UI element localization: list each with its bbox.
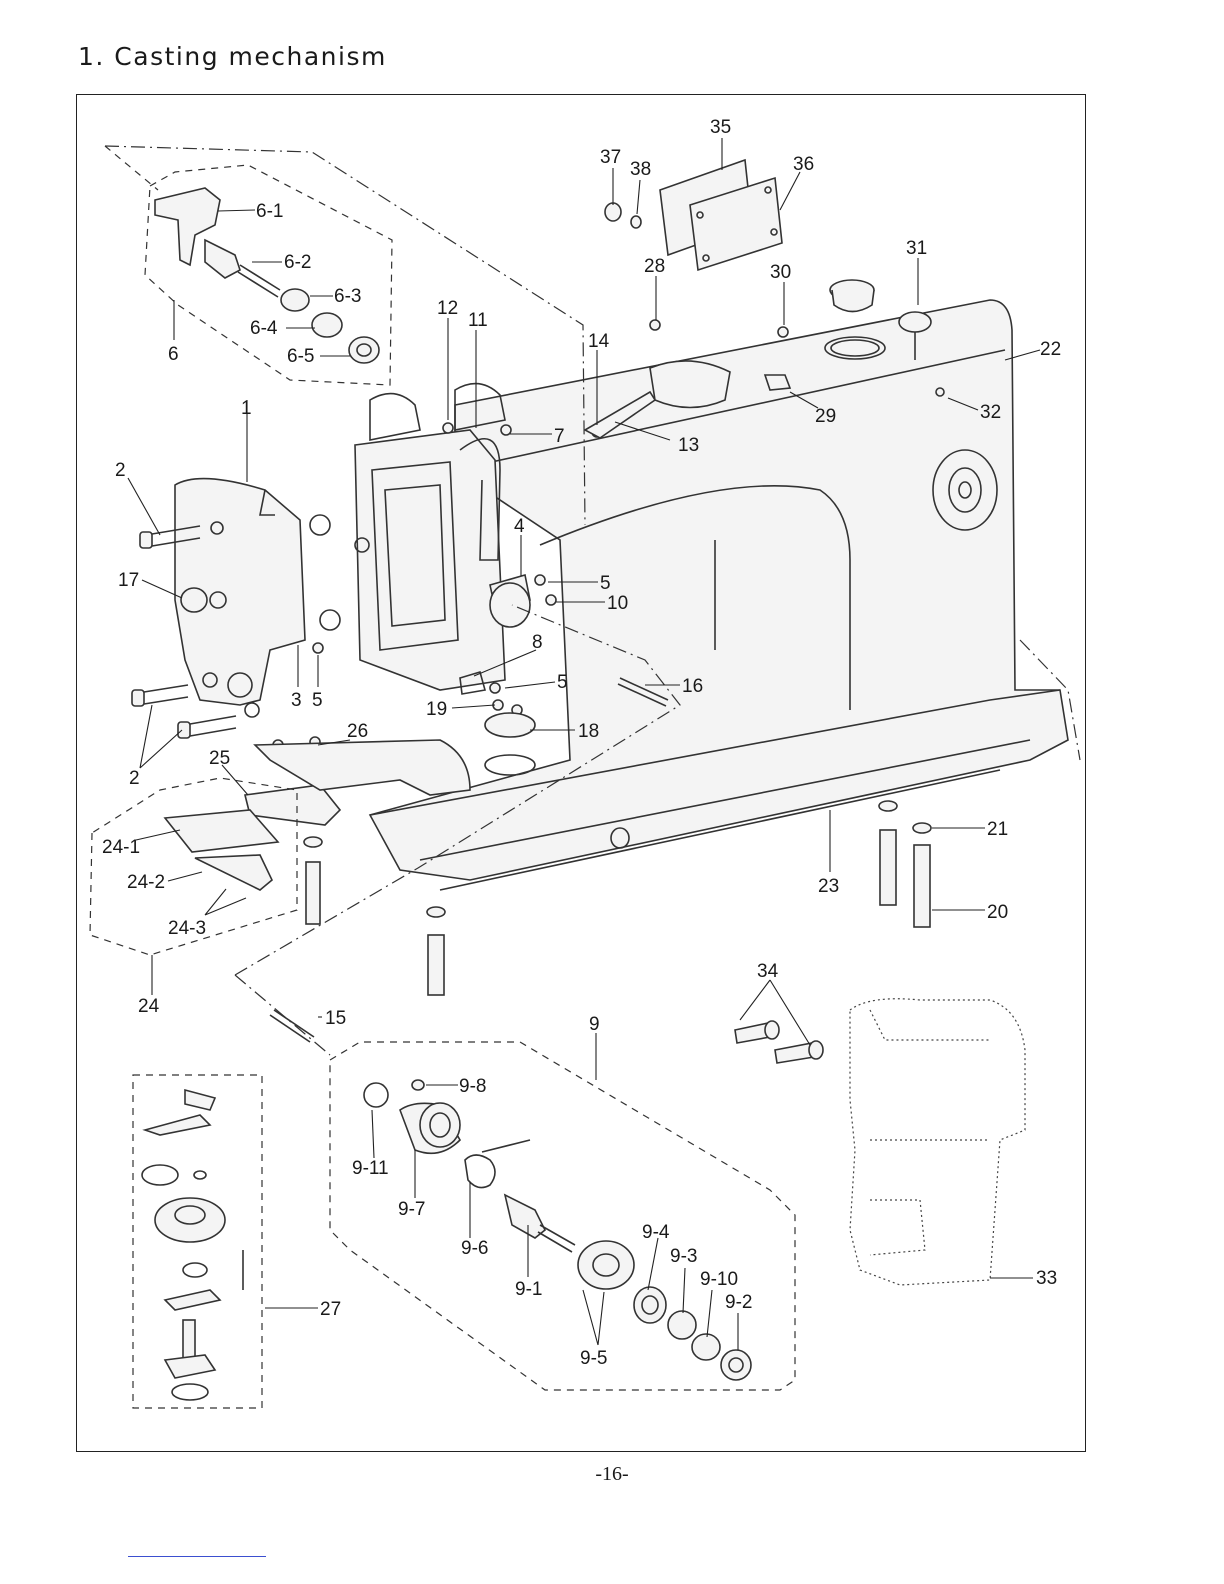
callout-26: 26 [347,721,368,742]
callout-1: 1 [241,398,252,419]
callout-9-11: 9-11 [352,1158,389,1179]
callout-32: 32 [980,402,1001,423]
hook-assembly-group [142,1090,243,1400]
callout-13: 13 [678,435,699,456]
callout-14: 14 [588,331,610,352]
callout-6-5: 6-5 [287,346,314,367]
callout-5-lower: 5 [557,672,568,693]
callout-18: 18 [578,721,599,742]
callout-33: 33 [1036,1268,1057,1289]
callout-30: 30 [770,262,791,283]
callout-9-7: 9-7 [398,1199,425,1220]
callout-9-4: 9-4 [642,1222,670,1243]
side-cover-ghost [850,999,1025,1285]
callout-8: 8 [532,632,543,653]
callout-24-3: 24-3 [168,918,206,939]
callout-6: 6 [168,344,179,365]
callout-16: 16 [682,676,703,697]
callout-21: 21 [987,819,1008,840]
callout-2-bottom: 2 [129,768,140,789]
callout-17: 17 [118,570,139,591]
callout-9-1: 9-1 [515,1279,542,1300]
callout-12: 12 [437,298,458,319]
callout-15: 15 [325,1008,346,1029]
footer-rule [128,1556,266,1557]
callout-6-1: 6-1 [256,201,283,222]
callout-23: 23 [818,876,839,897]
callout-31: 31 [906,238,927,259]
callout-6-3: 6-3 [334,286,361,307]
callout-9-8: 9-8 [459,1076,486,1097]
callout-22: 22 [1040,339,1061,360]
tension-assembly-group [364,1080,751,1380]
callout-38: 38 [630,159,651,180]
page-number: -16- [0,1463,1224,1486]
callout-2-top: 2 [115,460,126,481]
callout-9: 9 [589,1014,600,1035]
callout-9-2: 9-2 [725,1292,752,1313]
callout-36: 36 [793,154,814,175]
callout-25: 25 [209,748,230,769]
callout-6-4: 6-4 [250,318,278,339]
callout-10: 10 [607,593,628,614]
callout-20: 20 [987,902,1008,923]
callout-9-6: 9-6 [461,1238,488,1259]
callout-11: 11 [468,310,488,331]
callout-35: 35 [710,117,731,138]
callout-24: 24 [138,996,160,1017]
callout-5-left: 5 [312,690,323,711]
callout-9-5: 9-5 [580,1348,607,1369]
callout-24-1: 24-1 [102,837,140,858]
callout-24-2: 24-2 [127,872,165,893]
callout-5-upper: 5 [600,573,611,594]
callout-4: 4 [514,516,525,537]
callout-7: 7 [554,426,565,447]
callout-29: 29 [815,406,836,427]
face-plate [175,479,305,717]
callout-34: 34 [757,961,779,982]
callout-28: 28 [644,256,665,277]
callout-9-3: 9-3 [670,1246,697,1267]
callout-19: 19 [426,699,447,720]
callout-3: 3 [291,690,302,711]
callout-6-2: 6-2 [284,252,311,273]
callout-9-10: 9-10 [700,1269,738,1290]
callout-37: 37 [600,147,621,168]
callout-27: 27 [320,1299,341,1320]
